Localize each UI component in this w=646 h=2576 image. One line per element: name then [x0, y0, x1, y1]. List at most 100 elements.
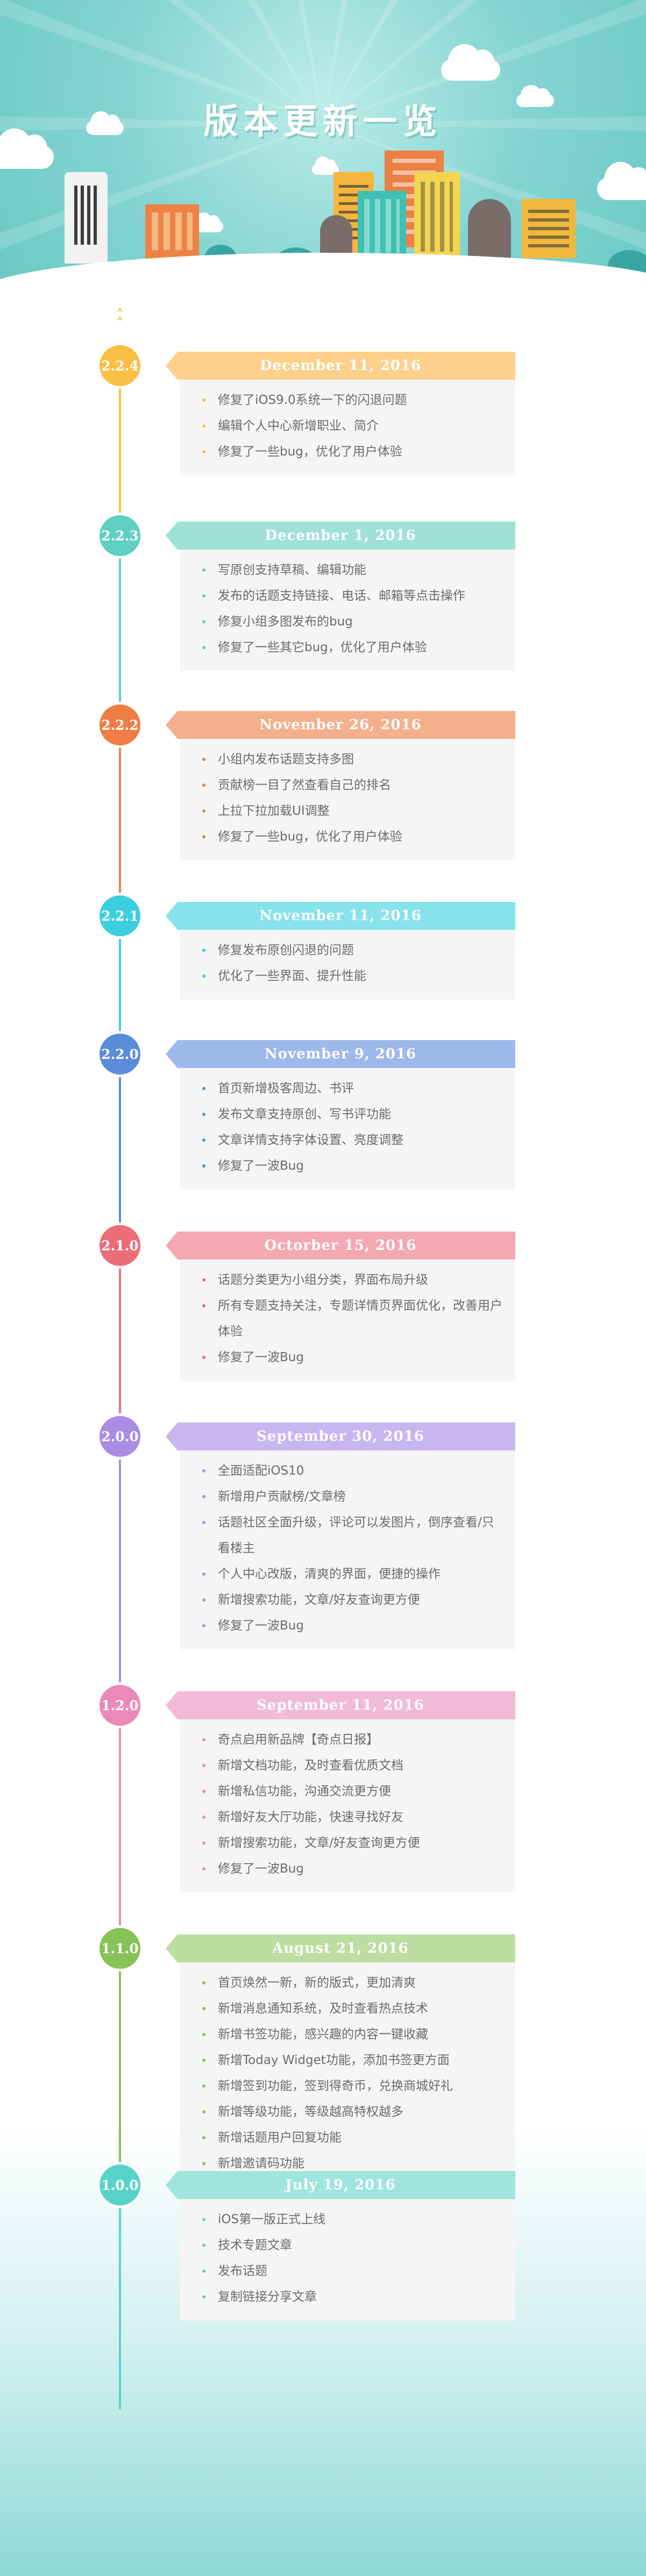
timeline-segment [119, 895, 121, 1034]
bullet-icon [202, 1164, 205, 1168]
changelog-item: 新增私信功能，沟通交流更方便 [180, 1778, 515, 1804]
bullet-icon [202, 2162, 205, 2165]
bullet-icon [202, 835, 205, 838]
release-date-banner: December 11, 2016 [166, 352, 515, 380]
changelog-item: 所有专题支持关注，专题详情页界面优化，改善用户体验 [180, 1293, 515, 1344]
version-badge: 2.2.3 [100, 515, 140, 556]
changelog-item-text: 优化了一些界面、提升性能 [218, 969, 366, 983]
changelog-item-text: iOS第一版正式上线 [218, 2212, 326, 2226]
changelog-item-text: 修复了一些bug，优化了用户体验 [218, 830, 402, 844]
changelog-item-text: 新增搜索功能，文章/好友查询更方便 [218, 1836, 420, 1850]
changelog-item: 修复了一波Bug [180, 1613, 515, 1639]
changelog-item-text: 个人中心改版，清爽的界面，便捷的操作 [218, 1567, 441, 1581]
changelog-item: 发布文章支持原创、写书评功能 [180, 1101, 515, 1127]
timeline-segment [119, 1225, 121, 1416]
changelog-item-text: 编辑个人中心新增职业、简介 [218, 419, 379, 433]
changelog-item-text: 修复了一些其它bug，优化了用户体验 [218, 641, 427, 654]
bullet-icon [202, 1356, 205, 1359]
changelog-item-text: 新增签到功能，签到得奇币，兑换商城好礼 [218, 2079, 453, 2093]
release-date-banner: July 19, 2016 [166, 2171, 515, 2199]
changelog-item-text: 首页焕然一新，新的版式，更加清爽 [218, 1976, 416, 1990]
changelog-item: 新增搜索功能，文章/好友查询更方便 [180, 1830, 515, 1856]
changelog-item-text: 新增话题用户回复功能 [218, 2131, 342, 2145]
cloud-icon [0, 129, 54, 169]
changelog-item: 发布话题 [180, 2258, 515, 2284]
changelog-item-text: 新增用户贡献榜/文章榜 [218, 1490, 346, 1504]
release-date-banner: Octorber 15, 2016 [166, 1232, 515, 1259]
version-badge: 1.2.0 [100, 1685, 140, 1726]
bullet-icon [202, 1624, 205, 1627]
changelog-item: 文章详情支持字体设置、亮度调整 [180, 1127, 515, 1153]
timeline-segment [119, 2165, 121, 2409]
changelog-item-text: 贡献榜一目了然查看自己的排名 [218, 778, 391, 792]
version-badge: 1.1.0 [100, 1928, 140, 1969]
version-badge: 2.2.0 [100, 1034, 140, 1074]
bullet-icon [202, 1572, 205, 1576]
changelog-item: 优化了一些界面、提升性能 [180, 963, 515, 989]
bullet-icon [202, 594, 205, 597]
changelog-item-text: 修复了一波Bug [218, 1619, 304, 1633]
changelog-item-text: 修复了一波Bug [218, 1862, 304, 1876]
timeline-segment [119, 1685, 121, 1928]
building-icon [65, 172, 108, 264]
changelog-item-text: 新增邀请码功能 [218, 2157, 304, 2171]
changelog-item-text: 发布话题 [218, 2264, 267, 2278]
bullet-icon [202, 1790, 205, 1793]
changelog-item: 修复了一些其它bug，优化了用户体验 [180, 635, 515, 660]
changelog-item: 写原创支持草稿、编辑功能 [180, 557, 515, 583]
bullet-icon [202, 2059, 205, 2062]
building-icon [414, 172, 460, 264]
bullet-icon [202, 2295, 205, 2299]
changelog-item: 新增话题用户回复功能 [180, 2125, 515, 2151]
changelog-item-text: 话题分类更为小组分类，界面布局升级 [218, 1273, 428, 1287]
bullet-icon [202, 568, 205, 572]
changelog-item-text: 全面适配iOS10 [218, 1464, 304, 1478]
building-icon [468, 199, 511, 264]
changelog-card: 奇点启用新品牌【奇点日报】新增文档功能，及时查看优质文档新增私信功能，沟通交流更… [180, 1719, 515, 1892]
bullet-icon [202, 2244, 205, 2247]
changelog-item: 复制链接分享文章 [180, 2284, 515, 2310]
version-badge: 2.2.2 [100, 705, 140, 745]
changelog-item-text: 发布的话题支持链接、电话、邮箱等点击操作 [218, 589, 465, 603]
changelog-item-text: 复制链接分享文章 [218, 2290, 317, 2304]
changelog-item: 小组内发布话题支持多图 [180, 746, 515, 772]
changelog-item-text: 修复了iOS9.0系统一下的闪退问题 [218, 393, 407, 407]
bullet-icon [202, 974, 205, 978]
cloud-icon [597, 161, 646, 200]
header-banner: 版本更新一览 [0, 0, 646, 301]
changelog-item-text: 修复了一些bug，优化了用户体验 [218, 445, 402, 459]
changelog-item-text: 新增好友大厅功能，快速寻找好友 [218, 1810, 403, 1824]
changelog-card: iOS第一版正式上线技术专题文章发布话题复制链接分享文章 [180, 2199, 515, 2321]
changelog-item-text: 技术专题文章 [218, 2238, 292, 2252]
building-icon [145, 204, 199, 264]
changelog-item-text: 新增消息通知系统，及时查看热点技术 [218, 2002, 428, 2016]
changelog-item: 修复了一波Bug [180, 1856, 515, 1882]
changelog-item: 编辑个人中心新增职业、简介 [180, 413, 515, 439]
building-icon [522, 199, 576, 258]
bullet-icon [202, 2007, 205, 2010]
changelog-item: 话题分类更为小组分类，界面布局升级 [180, 1267, 515, 1293]
release-date-banner: November 11, 2016 [166, 902, 515, 930]
bullet-icon [202, 2033, 205, 2036]
changelog-item-text: 首页新增极客周边、书评 [218, 1081, 354, 1095]
changelog-item: 首页新增极客周边、书评 [180, 1076, 515, 1101]
bullet-icon [202, 620, 205, 623]
changelog-item: 发布的话题支持链接、电话、邮箱等点击操作 [180, 583, 515, 609]
changelog-item: 新增邀请码功能 [180, 2151, 515, 2176]
version-badge: 1.0.0 [100, 2165, 140, 2205]
version-badge: 2.1.0 [100, 1225, 140, 1266]
release-date-banner: September 30, 2016 [166, 1422, 515, 1450]
bullet-icon [202, 1521, 205, 1524]
changelog-item-text: 新增Today Widget功能，添加书签更方面 [218, 2053, 450, 2067]
release-date-banner: December 1, 2016 [166, 522, 515, 550]
bullet-icon [202, 1495, 205, 1498]
bullet-icon [202, 2269, 205, 2273]
changelog-item: 新增消息通知系统，及时查看热点技术 [180, 1996, 515, 2022]
bullet-icon [202, 2136, 205, 2139]
cloud-icon [86, 111, 124, 135]
bullet-icon [202, 2110, 205, 2114]
bullet-icon [202, 2084, 205, 2088]
changelog-item: 新增好友大厅功能，快速寻找好友 [180, 1804, 515, 1830]
changelog-item: iOS第一版正式上线 [180, 2207, 515, 2232]
bullet-icon [202, 1113, 205, 1116]
